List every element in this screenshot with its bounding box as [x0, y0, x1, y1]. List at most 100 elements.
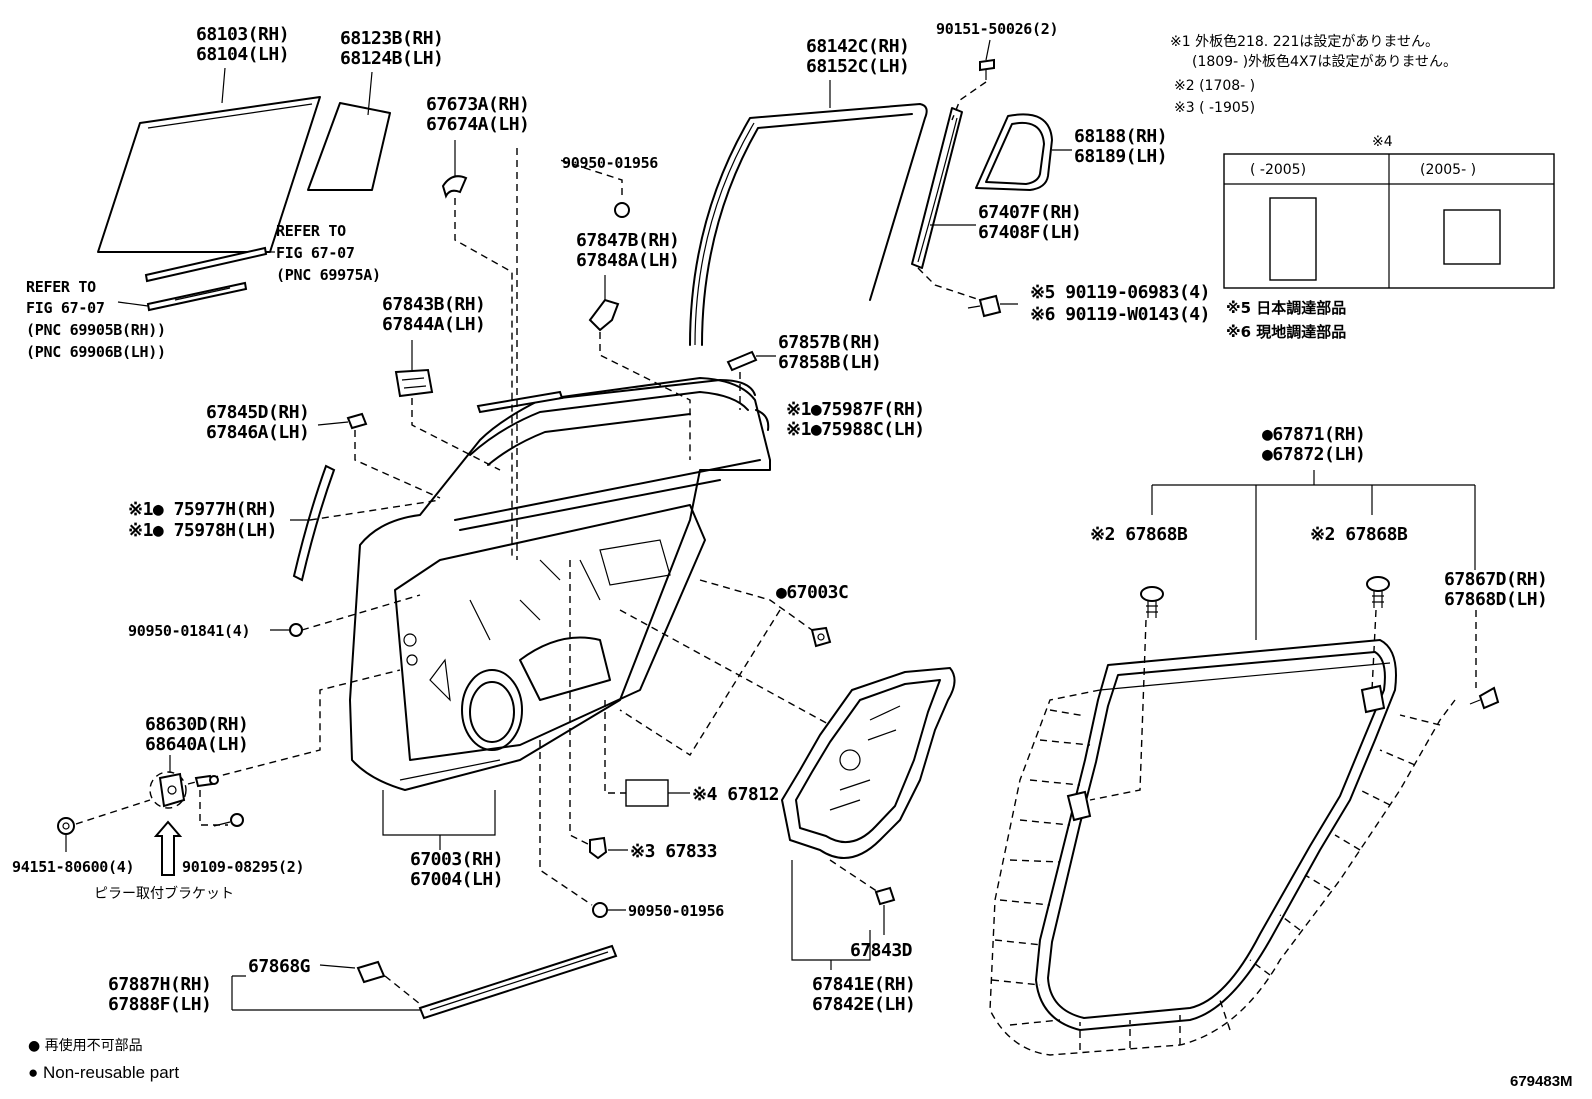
- glass-lh-label: 68104(LH): [196, 44, 289, 65]
- quarter-glass-lh-label: 68124B(LH): [340, 48, 443, 69]
- moulding-75987-rh-label: ※1●75987F(RH): [786, 399, 925, 420]
- clip-67857b: [726, 350, 758, 372]
- bracket-68630-lh-label: 68640A(LH): [145, 734, 248, 755]
- moulding-75977-rh-label: ※1● 75977H(RH): [128, 499, 277, 520]
- refer1-line1: REFER TO: [276, 222, 346, 240]
- note-4-col1: ( -2005): [1250, 162, 1306, 178]
- grommet-bottom-label: 90950-01956: [628, 902, 724, 920]
- clip-67843d: [874, 886, 896, 906]
- clip-67847b: [588, 298, 620, 332]
- moulding-75987f: [755, 409, 770, 431]
- clip-67843d-label: 67843D: [850, 940, 913, 961]
- screw-90109: [213, 813, 244, 827]
- note-4-col2: (2005- ): [1420, 162, 1476, 178]
- clip-67867-rh-label: 67867D(RH): [1444, 569, 1547, 590]
- clip-67673-lh-label: 67674A(LH): [426, 114, 529, 135]
- clip-67868g: [356, 960, 386, 984]
- refer2-line4: (PNC 69906B(LH)): [26, 343, 166, 361]
- grommet-01841-icon: [289, 623, 303, 637]
- clip-67857-lh-label: 67858B(LH): [778, 352, 881, 373]
- clip-67845d: [346, 412, 368, 430]
- pillar-bracket: [149, 771, 187, 809]
- quarter-window-lh-label: 68189(LH): [1074, 146, 1167, 167]
- door-panel-rh-label: 67003(RH): [410, 849, 503, 870]
- handle-67843-lh-label: 67844A(LH): [382, 314, 485, 335]
- push-clip-2: [1366, 576, 1390, 608]
- quarter-glass-rh-label: 68123B(RH): [340, 28, 443, 49]
- screw-90151: [979, 58, 995, 80]
- channel-lh-label: 67408F(LH): [978, 222, 1081, 243]
- bolt-90119: [967, 294, 1002, 318]
- clip-67845-lh-label: 67846A(LH): [206, 422, 309, 443]
- nut-94151: [57, 817, 75, 835]
- quarter-glass: [307, 102, 391, 191]
- note-5: ※5 日本調達部品: [1226, 299, 1346, 317]
- cover-67841-lh-label: 67842E(LH): [812, 994, 915, 1015]
- refer2-line2: FIG 67-07: [26, 299, 105, 317]
- quarter-window-68188: [975, 113, 1053, 191]
- glass-rh-label: 68103(RH): [196, 24, 289, 45]
- weatherstrip-67871-lh-label: ●67872(LH): [1262, 444, 1365, 465]
- moulding-75977-lh-label: ※1● 75978H(LH): [128, 520, 277, 541]
- bolt-90109-label: 90109-08295(2): [182, 858, 304, 876]
- clip-67845-rh-label: 67845D(RH): [206, 402, 309, 423]
- frame-moulding-lh-label: 68152C(LH): [806, 56, 909, 77]
- screw-90151-label: 90151-50026(2): [936, 20, 1058, 38]
- note-6: ※6 現地調達部品: [1226, 323, 1346, 341]
- weatherstrip-rh-label: 67887H(RH): [108, 974, 211, 995]
- refer2-line1: REFER TO: [26, 278, 96, 296]
- bolt-90119-a-label: ※5 90119-06983(4): [1030, 282, 1210, 303]
- refer2-line3: (PNC 69905B(RH)): [26, 321, 166, 339]
- channel-rh-label: 67407F(RH): [978, 202, 1081, 223]
- plug-67003c: [810, 626, 832, 648]
- refer1-line2: FIG 67-07: [276, 244, 355, 262]
- note-2: ※2 (1708- ): [1174, 78, 1255, 94]
- figure-id: 679483M: [1510, 1073, 1573, 1090]
- legend-en: ● Non-reusable part: [28, 1063, 179, 1082]
- note-4-table: [1223, 153, 1555, 289]
- arrow-up-icon: [153, 820, 183, 876]
- belt-moulding-lower: [146, 281, 248, 312]
- grommet-01841-label: 90950-01841(4): [128, 622, 250, 640]
- clip-67867-lh-label: 67868D(LH): [1444, 589, 1547, 610]
- weatherstrip-67871-rh-label: ●67871(RH): [1262, 424, 1365, 445]
- label-pad-67812-label: ※4 67812: [692, 784, 779, 805]
- weatherstrip-lh-label: 67888F(LH): [108, 994, 211, 1015]
- pillar-bracket-note: ピラー取付ブラケット: [94, 885, 234, 902]
- cover-67841-rh-label: 67841E(RH): [812, 974, 915, 995]
- refer1-line3: (PNC 69975A): [276, 266, 381, 284]
- frame-moulding-rh-label: 68142C(RH): [806, 36, 909, 57]
- quarter-window-rh-label: 68188(RH): [1074, 126, 1167, 147]
- note-1: ※1 外板色218. 221は設定がありません。: [1170, 33, 1439, 50]
- bracket-68630-rh-label: 68630D(RH): [145, 714, 248, 735]
- note-1b: (1809- )外板色4X7は設定がありません。: [1192, 53, 1457, 70]
- channel-67407f: [911, 107, 963, 269]
- door-weatherstrip: [1035, 639, 1397, 1031]
- note-4-title: ※4: [1372, 134, 1393, 150]
- handle-67843b: [394, 368, 434, 398]
- pad-square-icon: [1443, 209, 1501, 265]
- clip-67868b-1-label: ※2 67868B: [1090, 524, 1188, 545]
- belt-moulding-upper: [144, 246, 268, 283]
- bolt-90109: [194, 774, 219, 788]
- clip-67847-rh-label: 67847B(RH): [576, 230, 679, 251]
- push-clip-3: [1469, 686, 1500, 710]
- note-3: ※3 ( -1905): [1174, 100, 1255, 116]
- clip-67857-rh-label: 67857B(RH): [778, 332, 881, 353]
- moulding-75987-lh-label: ※1●75988C(LH): [786, 419, 925, 440]
- legend-jp: ● 再使用不可部品: [28, 1037, 143, 1054]
- moulding-75977h: [292, 464, 336, 582]
- clip-67833-label: ※3 67833: [630, 841, 717, 862]
- door-panel: [349, 377, 771, 791]
- label-pad-67812: [625, 779, 669, 807]
- nut-94151-label: 94151-80600(4): [12, 858, 134, 876]
- frame-moulding-68142c: [689, 103, 928, 346]
- grommet-top-label: 90950-01956: [562, 154, 658, 172]
- bolt-90119-b-label: ※6 90119-W0143(4): [1030, 304, 1210, 325]
- clip-67673a: [441, 175, 468, 199]
- service-hole-cover: [781, 667, 956, 859]
- clip-67673-rh-label: 67673A(RH): [426, 94, 529, 115]
- push-clip-1: [1140, 586, 1164, 618]
- clip-67847-lh-label: 67848A(LH): [576, 250, 679, 271]
